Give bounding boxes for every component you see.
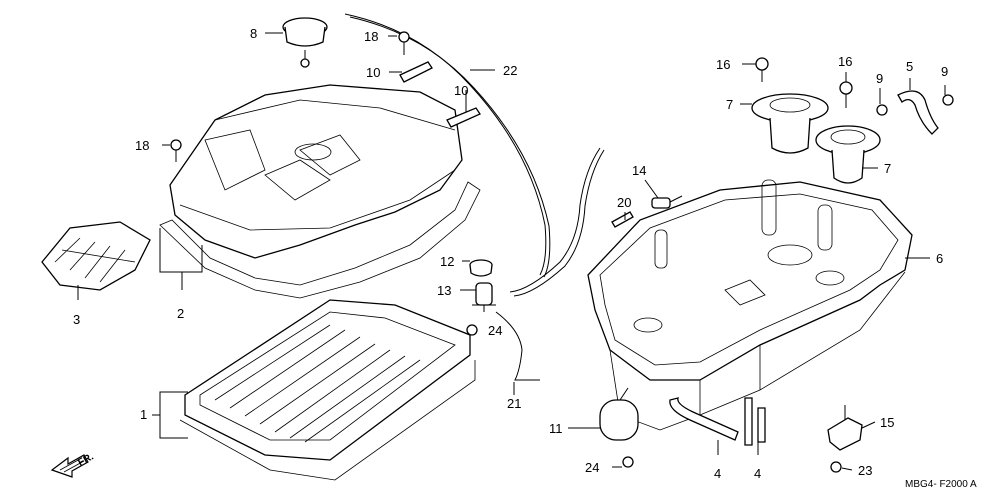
cover-gasket (159, 181, 481, 299)
callout-14: 14 (632, 163, 646, 178)
front-marker-label: FR. (76, 451, 96, 468)
screw-24-lower (622, 456, 634, 468)
air-box-case (587, 179, 913, 431)
callout-13: 13 (437, 283, 451, 298)
callout-9-right: 9 (941, 64, 948, 79)
callout-3: 3 (73, 312, 80, 327)
air-filter-element (179, 299, 476, 481)
callout-7-right: 7 (884, 161, 891, 176)
callout-23: 23 (858, 463, 872, 478)
callout-21: 21 (507, 396, 521, 411)
drain-tube-11 (599, 387, 639, 441)
callout-22: 22 (503, 63, 517, 78)
callout-15: 15 (880, 415, 894, 430)
callout-20: 20 (617, 195, 631, 210)
callout-2: 2 (177, 306, 184, 321)
bolt-16-left (755, 57, 769, 82)
hose-5 (897, 90, 939, 135)
intake-duct (41, 221, 151, 291)
bolt-16-right (839, 81, 853, 108)
callout-4-left: 4 (714, 466, 721, 481)
valve-14 (651, 195, 683, 209)
callout-9-left: 9 (876, 71, 883, 86)
callout-11: 11 (549, 421, 563, 436)
screw-24-upper (466, 324, 478, 336)
drain-plug-13 (472, 282, 496, 312)
callout-8: 8 (250, 26, 257, 41)
callout-18-left: 18 (135, 138, 149, 153)
callout-10-lower: 10 (454, 83, 468, 98)
screw-18-left (170, 139, 182, 162)
breather-cap (282, 17, 328, 68)
leader-lines (77, 32, 946, 471)
clamp-9a (876, 104, 888, 116)
front-arrow-icon (50, 454, 89, 478)
funnel-right (815, 125, 881, 184)
tube-21 (495, 311, 540, 381)
callout-4-right: 4 (754, 466, 761, 481)
diagram-code: MBG4- F2000 A (905, 479, 977, 490)
air-cleaner-cover (169, 84, 463, 259)
funnel-left (751, 93, 829, 154)
callout-12: 12 (440, 254, 454, 269)
callout-24-upper: 24 (488, 323, 502, 338)
screw-18-top (398, 31, 410, 55)
clamp-9b (942, 94, 954, 106)
screw-23 (830, 461, 842, 473)
callout-7-left: 7 (726, 97, 733, 112)
callout-10-upper: 10 (366, 65, 380, 80)
bracket-15 (827, 405, 863, 451)
drain-hose-12 (469, 259, 493, 277)
callout-6: 6 (936, 251, 943, 266)
callout-24-lower: 24 (585, 460, 599, 475)
callout-16-left: 16 (716, 57, 730, 72)
clip-10a (399, 61, 433, 83)
callout-5: 5 (906, 59, 913, 74)
callout-18-top: 18 (364, 29, 378, 44)
hose-4-pair (669, 397, 766, 446)
callout-1: 1 (140, 407, 147, 422)
callout-16-right: 16 (838, 54, 852, 69)
tube-20 (611, 211, 634, 228)
